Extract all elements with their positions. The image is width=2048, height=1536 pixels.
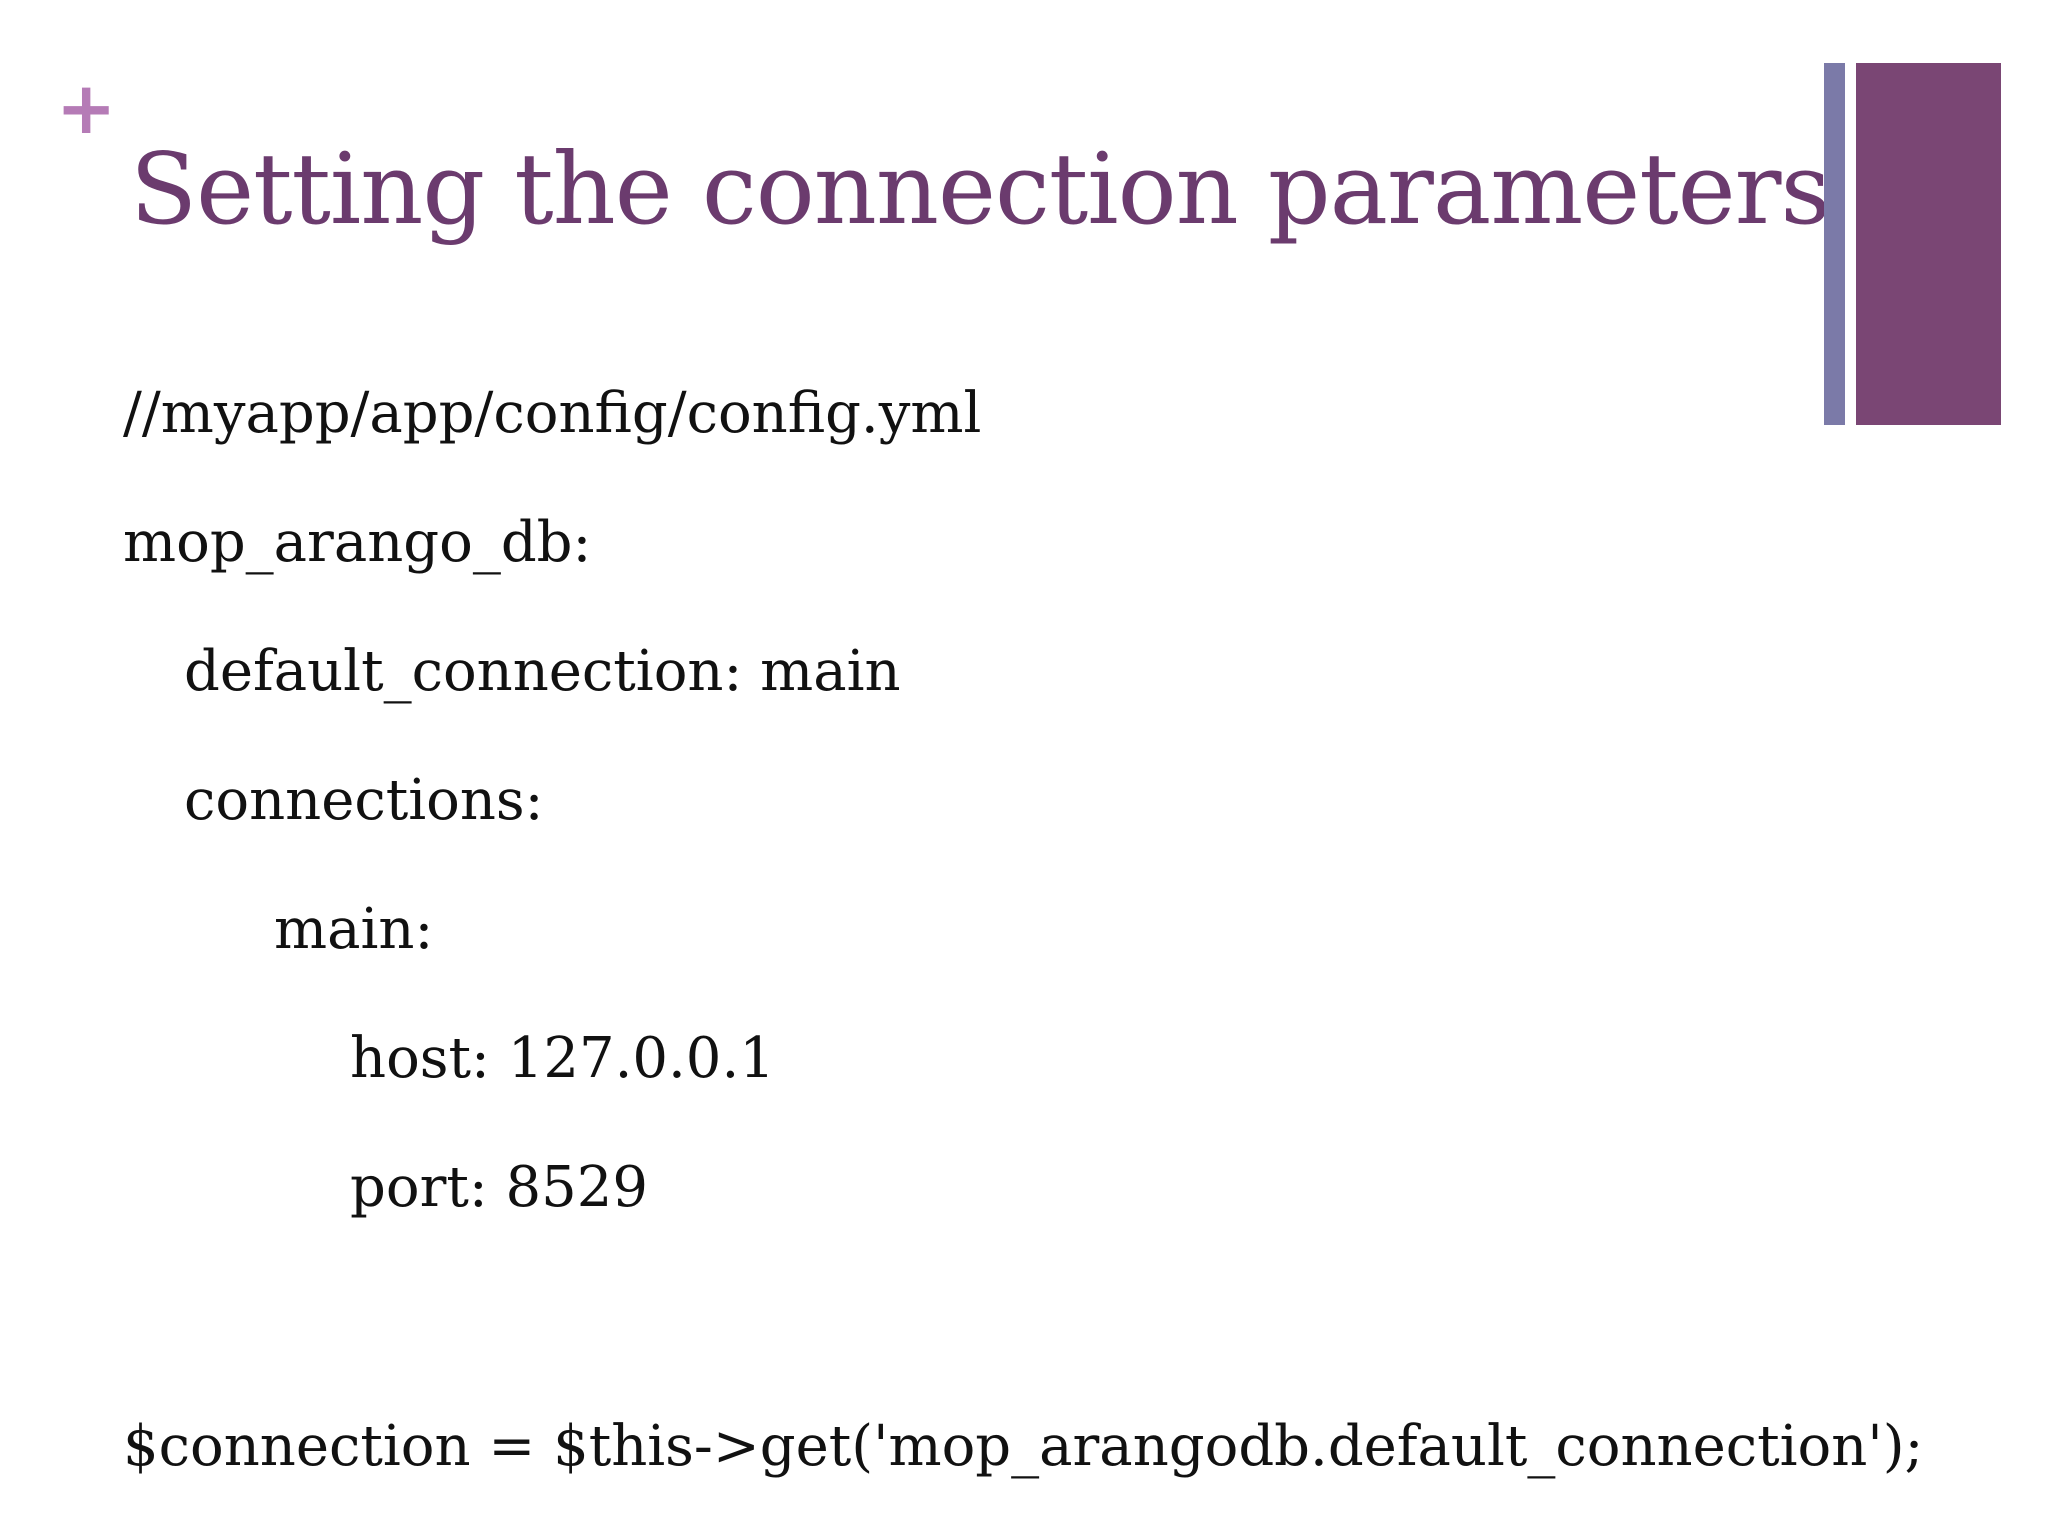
accent-bar-thin [1824,63,1845,425]
accent-bar-wide [1856,63,2001,425]
code-line-port: port: 8529 [350,1155,649,1220]
slide-title: Setting the connection parameters [130,133,1831,247]
code-line-get-connection: $connection = $this->get('mop_arangodb.d… [123,1414,1924,1479]
code-line-config-path: //myapp/app/config/config.yml [123,381,982,446]
code-line-main: main: [274,897,434,962]
code-line-host: host: 127.0.0.1 [350,1026,775,1091]
plus-icon: + [56,66,117,150]
code-line-connections: connections: [184,768,544,833]
code-line-default-connection: default_connection: main [184,639,901,704]
code-line-mop-arango-db: mop_arango_db: [123,510,592,575]
